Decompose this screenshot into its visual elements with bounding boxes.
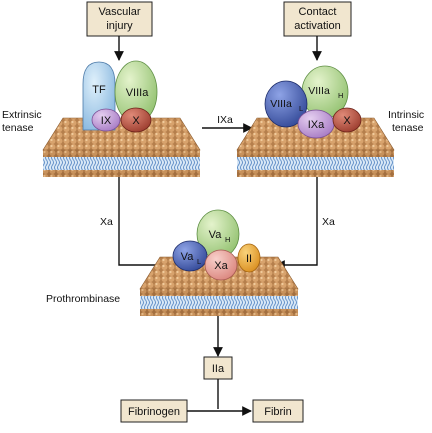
vascular-injury-label-line1: Vascular bbox=[99, 6, 141, 18]
prothrombinase-factors: Va H Va L II Xa bbox=[172, 209, 261, 281]
viiia-l-subscript: L bbox=[299, 104, 303, 113]
va-l-subscript: L bbox=[197, 257, 201, 266]
extrinsic-membrane bbox=[42, 117, 201, 177]
vascular-injury-label-line2: injury bbox=[106, 20, 133, 32]
extrinsic-factors: TF VIIIa IX X bbox=[82, 60, 158, 133]
xa-label: Xa bbox=[214, 260, 228, 272]
contact-activation-label-line1: Contact bbox=[299, 6, 337, 18]
ixa-factor: IXa bbox=[297, 109, 335, 139]
ixa-label: IXa bbox=[308, 119, 325, 131]
viiia-h-factor: VIIIa H bbox=[301, 65, 349, 119]
fibrin-box: Fibrin bbox=[252, 399, 304, 423]
x-label-extrinsic: X bbox=[132, 115, 140, 127]
viiia-h-label: VIIIa bbox=[308, 85, 330, 97]
ix-label: IX bbox=[101, 115, 112, 127]
intrinsic-tenase-label-line1: Intrinsic bbox=[388, 109, 424, 121]
ii-label: II bbox=[246, 253, 252, 265]
viiia-label: VIIIa bbox=[126, 87, 150, 99]
intrinsic-tenase-label-line2: tenase bbox=[392, 122, 424, 134]
fibrinogen-label: Fibrinogen bbox=[128, 406, 180, 418]
prothrombinase-label: Prothrombinase bbox=[46, 293, 120, 305]
extrinsic-tenase-label-line1: Extrinsic bbox=[2, 109, 42, 121]
fibrinogen-box: Fibrinogen bbox=[120, 399, 188, 423]
intrinsic-factors: VIIIa H VIIIa L IXa X bbox=[264, 65, 362, 139]
x-factor-intrinsic: X bbox=[332, 107, 362, 133]
tf-label: TF bbox=[92, 84, 106, 96]
iia-box: IIa bbox=[203, 356, 233, 380]
xa-factor: Xa bbox=[204, 249, 238, 281]
iia-label: IIa bbox=[212, 363, 225, 375]
viiia-l-factor: VIIIa L bbox=[264, 80, 308, 128]
contact-activation-label-line2: activation bbox=[294, 20, 340, 32]
xa-right-label: Xa bbox=[322, 216, 335, 228]
xa-left-label: Xa bbox=[100, 216, 113, 228]
ii-factor: II bbox=[237, 243, 261, 273]
x-factor-extrinsic: X bbox=[120, 107, 152, 133]
va-l-label: Va bbox=[181, 251, 195, 263]
va-l-factor: Va L bbox=[172, 240, 208, 272]
vascular-injury-box: Vascular injury bbox=[86, 1, 153, 37]
fibrin-label: Fibrin bbox=[264, 406, 292, 418]
ixa-arrow-label: IXa bbox=[217, 114, 233, 126]
extrinsic-tenase-label-line2: tenase bbox=[2, 122, 34, 134]
viiia-h-subscript: H bbox=[338, 91, 343, 100]
viiia-l-label: VIIIa bbox=[270, 98, 292, 110]
va-h-subscript: H bbox=[225, 235, 230, 244]
arrow-xa-right bbox=[275, 177, 318, 270]
arrow-xa-left bbox=[118, 177, 171, 270]
contact-activation-box: Contact activation bbox=[283, 1, 352, 37]
x-label-intrinsic: X bbox=[343, 115, 351, 127]
va-h-label: Va bbox=[209, 229, 223, 241]
viiia-factor: VIIIa bbox=[114, 60, 158, 124]
ix-factor: IX bbox=[91, 108, 121, 132]
